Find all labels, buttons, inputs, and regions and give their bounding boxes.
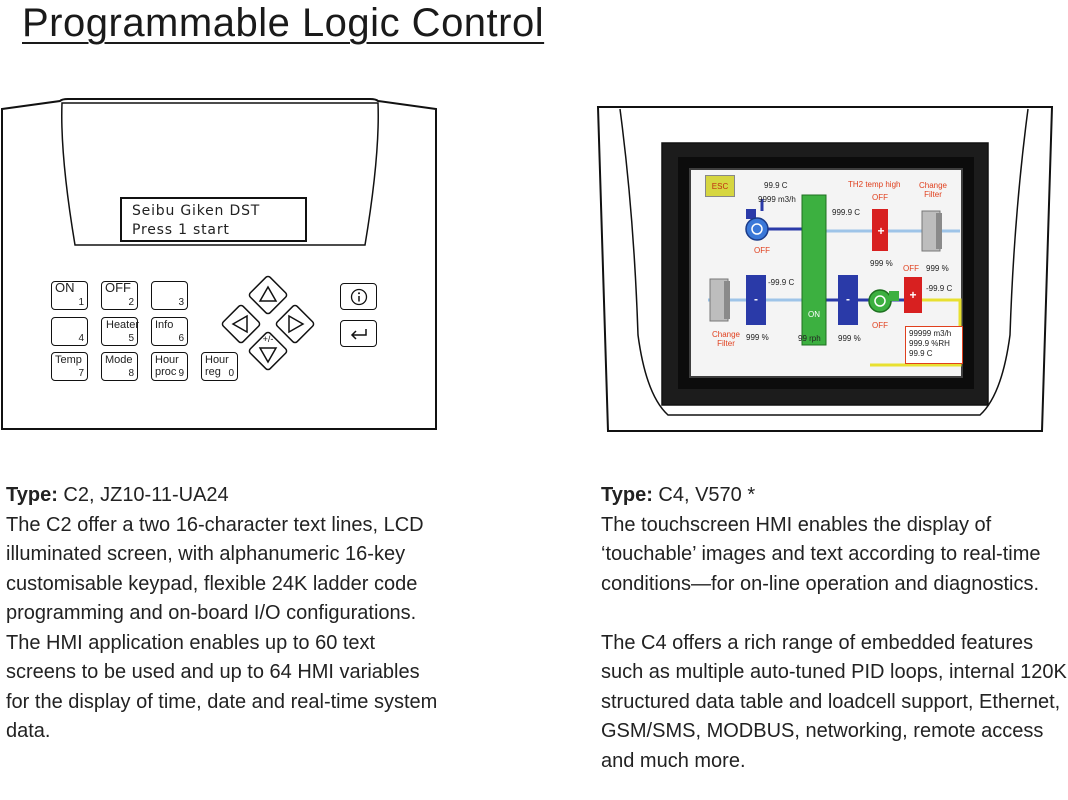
filter-percent-1: 999 % bbox=[926, 264, 949, 273]
svg-text:+: + bbox=[909, 288, 916, 302]
hmi-process-diagram: + + - - ON bbox=[708, 194, 962, 367]
filter-icon-bottom bbox=[709, 278, 730, 322]
supply-temp: 99.9 C bbox=[909, 349, 933, 358]
change-filter-bottom[interactable]: Change Filter bbox=[711, 330, 741, 348]
heater-status-1: OFF bbox=[872, 193, 888, 202]
left-key[interactable] bbox=[221, 304, 261, 344]
c2-description-block: Type: C2, JZ10-11-UA24 The C2 offer a tw… bbox=[6, 481, 438, 747]
coil-percent-1: 999 % bbox=[746, 333, 769, 342]
supply-flow: 99999 m3/h bbox=[909, 329, 952, 338]
cooling-coil-1 bbox=[746, 275, 766, 325]
change-filter-top[interactable]: Change Filter bbox=[918, 181, 948, 199]
filter-icon-top bbox=[921, 210, 942, 252]
arrow-keypad: +/- bbox=[221, 275, 315, 371]
c2-type-label: Type: bbox=[6, 484, 58, 506]
down-key[interactable] bbox=[248, 331, 288, 371]
up-key[interactable] bbox=[248, 275, 288, 315]
svg-text:-: - bbox=[846, 292, 850, 306]
down-arrow-icon bbox=[258, 347, 278, 364]
up-arrow-icon bbox=[258, 285, 278, 302]
fan-icon bbox=[745, 209, 769, 241]
fan-status-2: OFF bbox=[872, 321, 888, 330]
c2-description: The C2 offer a two 16-character text lin… bbox=[6, 513, 438, 743]
esc-button[interactable]: ESC bbox=[705, 175, 735, 197]
enter-button[interactable] bbox=[340, 320, 377, 347]
c2-lcd-screen: Seibu Giken DST Press 1 start bbox=[120, 197, 307, 242]
c4-type-value: C4, V570 * bbox=[652, 484, 756, 506]
cooling-coil-2 bbox=[838, 275, 858, 325]
c4-description-block: Type: C4, V570 * The touchscreen HMI ena… bbox=[601, 481, 1067, 776]
rotor-speed: 99 rph bbox=[798, 334, 821, 343]
flow-readout-1: 9999 m3/h bbox=[758, 195, 796, 204]
fan-status-1: OFF bbox=[754, 246, 770, 255]
c4-description-2: The C4 offers a rich range of embedded f… bbox=[601, 631, 1067, 772]
coil-percent-2: 999 % bbox=[838, 334, 861, 343]
th2-alarm: TH2 temp high bbox=[848, 180, 901, 189]
lcd-line-1: Seibu Giken DST bbox=[132, 203, 261, 219]
svg-text:+: + bbox=[877, 224, 884, 238]
right-key[interactable] bbox=[275, 304, 315, 344]
temp-readout-2: 999.9 C bbox=[832, 208, 861, 217]
plusminus-label: +/- bbox=[263, 334, 274, 344]
heater-percent-1: 999 % bbox=[870, 259, 893, 268]
temp-readout-1: 99.9 C bbox=[764, 181, 788, 190]
heater-bottom bbox=[904, 277, 922, 313]
c4-type-label: Type: bbox=[601, 484, 653, 506]
heater-top bbox=[872, 209, 888, 251]
lcd-line-2: Press 1 start bbox=[132, 222, 230, 238]
c2-type-value: C2, JZ10-11-UA24 bbox=[57, 484, 229, 506]
page-title: Programmable Logic Control bbox=[22, 1, 545, 45]
supply-humidity: 999.9 %RH bbox=[909, 339, 950, 348]
info-button[interactable] bbox=[340, 283, 377, 310]
green-tower bbox=[801, 194, 827, 346]
svg-text:ON: ON bbox=[808, 310, 820, 319]
info-icon bbox=[350, 288, 367, 305]
left-arrow-icon bbox=[231, 314, 248, 334]
key-4[interactable]: 4 bbox=[51, 317, 88, 346]
temp-readout-4: -99.9 C bbox=[926, 284, 953, 293]
key-3[interactable]: 3 bbox=[151, 281, 188, 310]
svg-text:-: - bbox=[754, 292, 758, 306]
heater-status-2: OFF bbox=[903, 264, 919, 273]
enter-icon bbox=[350, 328, 367, 340]
right-arrow-icon bbox=[288, 314, 305, 334]
fan-icon-bottom bbox=[868, 289, 899, 313]
c2-controller-illustration bbox=[0, 98, 437, 430]
c4-description-1: The touchscreen HMI enables the display … bbox=[601, 513, 1041, 595]
temp-readout-3: -99.9 C bbox=[768, 278, 795, 287]
supply-info-box: 99999 m3/h 999.9 %RH 99.9 C bbox=[905, 326, 963, 364]
